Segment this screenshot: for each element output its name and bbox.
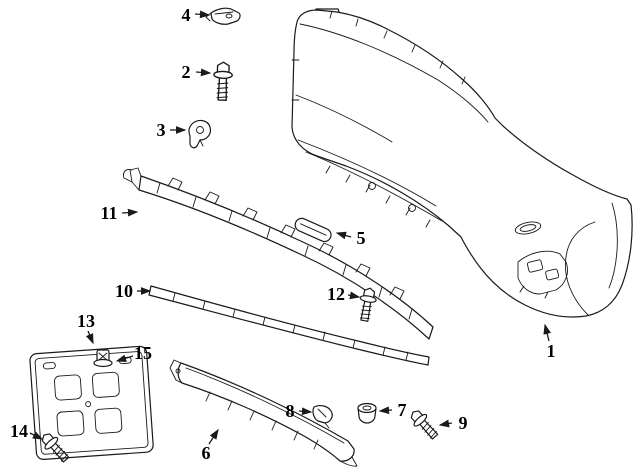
callout-2[interactable]: 2 — [182, 62, 212, 82]
callout-5[interactable]: 5 — [335, 228, 366, 248]
part-screw-12 — [355, 286, 379, 323]
part-screw-9 — [406, 406, 442, 443]
part-clip-nut — [93, 349, 113, 368]
leader-line — [195, 68, 212, 77]
callout-label-3[interactable]: 3 — [157, 120, 166, 140]
part-lower-strip — [148, 285, 430, 366]
callout-label-2[interactable]: 2 — [182, 62, 191, 82]
callout-label-14[interactable]: 14 — [10, 421, 28, 441]
callout-label-11[interactable]: 11 — [100, 203, 117, 223]
leader-line — [121, 208, 139, 217]
callout-label-1[interactable]: 1 — [547, 341, 556, 361]
callout-13[interactable]: 13 — [77, 311, 95, 345]
callout-8[interactable]: 8 — [286, 401, 313, 421]
leader-line — [347, 291, 361, 300]
leader-line — [438, 419, 453, 428]
leader-line — [298, 407, 313, 416]
callout-label-4[interactable]: 4 — [182, 5, 191, 25]
callout-label-7[interactable]: 7 — [398, 400, 407, 420]
leader-line — [335, 231, 352, 240]
leader-line — [378, 406, 393, 415]
callout-4[interactable]: 4 — [182, 5, 211, 25]
callout-12[interactable]: 12 — [327, 284, 361, 304]
callout-label-15[interactable]: 15 — [134, 343, 152, 363]
leader-line — [85, 330, 94, 345]
part-clip-8 — [312, 405, 333, 429]
callout-label-8[interactable]: 8 — [286, 401, 295, 421]
callout-11[interactable]: 11 — [100, 203, 139, 223]
part-upper-molding — [123, 167, 434, 340]
part-cover-cap — [294, 217, 332, 243]
callout-label-10[interactable]: 10 — [115, 281, 133, 301]
part-bumper-cover — [291, 8, 633, 318]
callout-9[interactable]: 9 — [438, 413, 468, 433]
callout-label-5[interactable]: 5 — [357, 228, 366, 248]
part-license-bracket — [29, 345, 154, 460]
part-grommet-nut — [357, 402, 377, 424]
leader-line — [194, 10, 211, 19]
callout-15[interactable]: 15 — [115, 343, 152, 363]
callout-label-13[interactable]: 13 — [77, 311, 95, 331]
callout-3[interactable]: 3 — [157, 120, 187, 140]
part-lower-deflector — [169, 359, 358, 467]
part-retainer-clip — [188, 119, 212, 149]
callout-label-9[interactable]: 9 — [459, 413, 468, 433]
part-small-bracket — [205, 7, 241, 25]
callout-6[interactable]: 6 — [202, 428, 219, 463]
part-bolt — [212, 61, 234, 102]
leader-line — [29, 431, 44, 440]
leader-line — [208, 428, 219, 445]
callout-label-6[interactable]: 6 — [202, 443, 211, 463]
leader-line — [115, 354, 134, 363]
callout-1[interactable]: 1 — [543, 323, 556, 361]
callout-label-12[interactable]: 12 — [327, 284, 345, 304]
callout-7[interactable]: 7 — [378, 400, 407, 420]
callout-14[interactable]: 14 — [10, 421, 44, 441]
leader-line — [543, 323, 551, 342]
callout-10[interactable]: 10 — [115, 281, 152, 301]
